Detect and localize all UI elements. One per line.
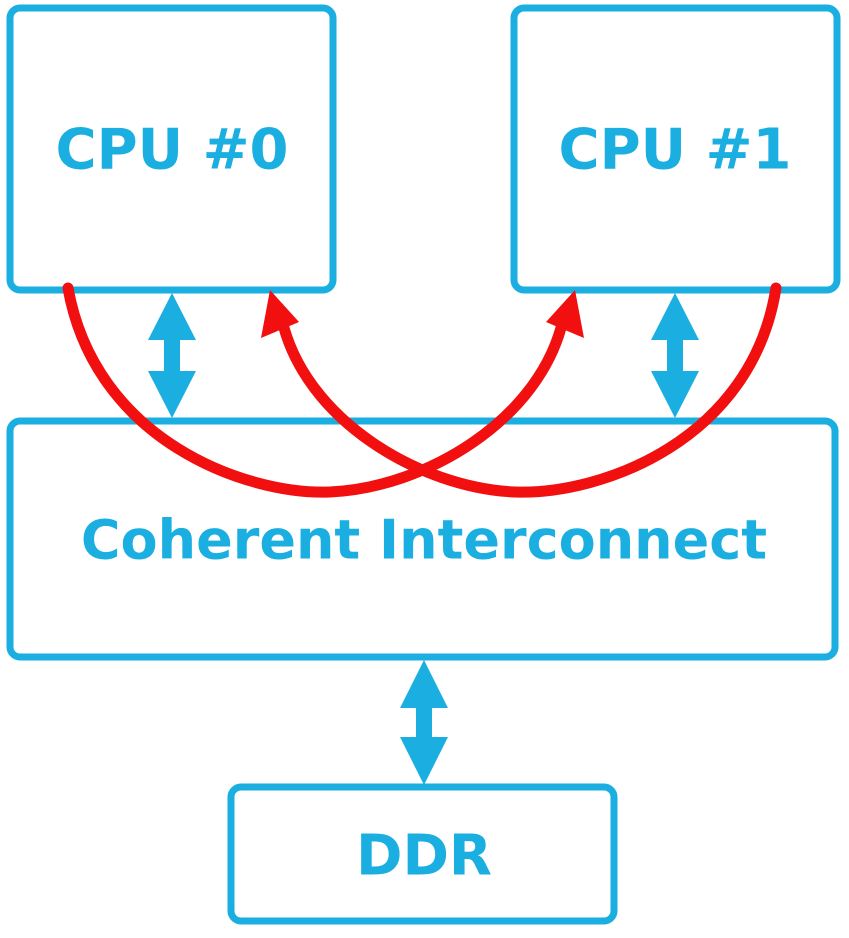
bus-arrow-cpu0-interconnect (148, 293, 196, 418)
snoop-arrow-cpu1-to-cpu0 (261, 282, 782, 498)
snoop-arrowhead-cpu0 (261, 290, 299, 338)
bus-arrow-cpu1-interconnect (651, 293, 699, 418)
ddr-box (227, 783, 618, 925)
bus-arrow-interconnect-ddr (400, 660, 448, 785)
cpu1-node: CPU #1 (510, 4, 841, 294)
ddr-label: DDR (356, 824, 492, 889)
cpu1-label: CPU #1 (559, 118, 792, 183)
snoop-arc-cpu0-to-cpu1 (62, 282, 569, 498)
snoop-arrow-cpu0-to-cpu1 (62, 282, 584, 498)
snoop-arrowhead-cpu1 (546, 290, 584, 338)
cpu0-box (6, 4, 337, 294)
cpu0-node: CPU #0 (6, 4, 337, 294)
ddr-node: DDR (227, 783, 618, 925)
interconnect-box (6, 417, 839, 661)
interconnect-label: Coherent Interconnect (81, 509, 767, 572)
interconnect-node: Coherent Interconnect (6, 417, 839, 661)
snoop-arc-cpu1-to-cpu0 (276, 282, 782, 498)
cpu1-box (510, 4, 841, 294)
cpu0-label: CPU #0 (56, 118, 289, 183)
